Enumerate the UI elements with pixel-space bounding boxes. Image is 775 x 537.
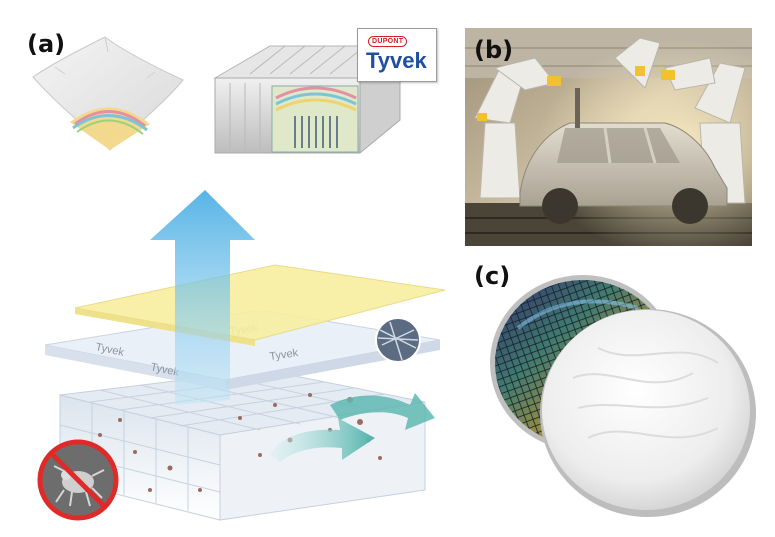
sheet-print-text-3: Tyvek [269, 347, 300, 363]
sheet-print-text-2: Tyvek [149, 361, 180, 379]
tyvek-logo: DUPONT Tyvek [357, 28, 437, 82]
fiber-microscope-icon [375, 317, 421, 363]
wafer-and-filter-disk-photo [490, 275, 756, 517]
no-dust-mite-icon [37, 439, 119, 521]
panel-label-c: (c) [474, 262, 511, 290]
allergen-block-arrow-icon [270, 418, 375, 462]
nonwoven-filter-disk [540, 309, 756, 517]
car-paint-booth-photo [465, 28, 752, 246]
panel-label-b: (b) [474, 36, 514, 64]
airflow-arrow-icon [150, 190, 255, 405]
tyvek-wordmark: Tyvek [366, 48, 427, 73]
dupont-oval-logo: DUPONT [368, 36, 408, 47]
tyvek-layer-illustration: Tyvek Tyvek Tyvek Tyvek [37, 190, 446, 521]
panel-label-a: (a) [27, 30, 66, 58]
pillow-cutaway-illustration [32, 36, 184, 151]
sheet-print-text-1: Tyvek [94, 341, 125, 359]
airflow-out-arrow-icon [330, 393, 435, 430]
